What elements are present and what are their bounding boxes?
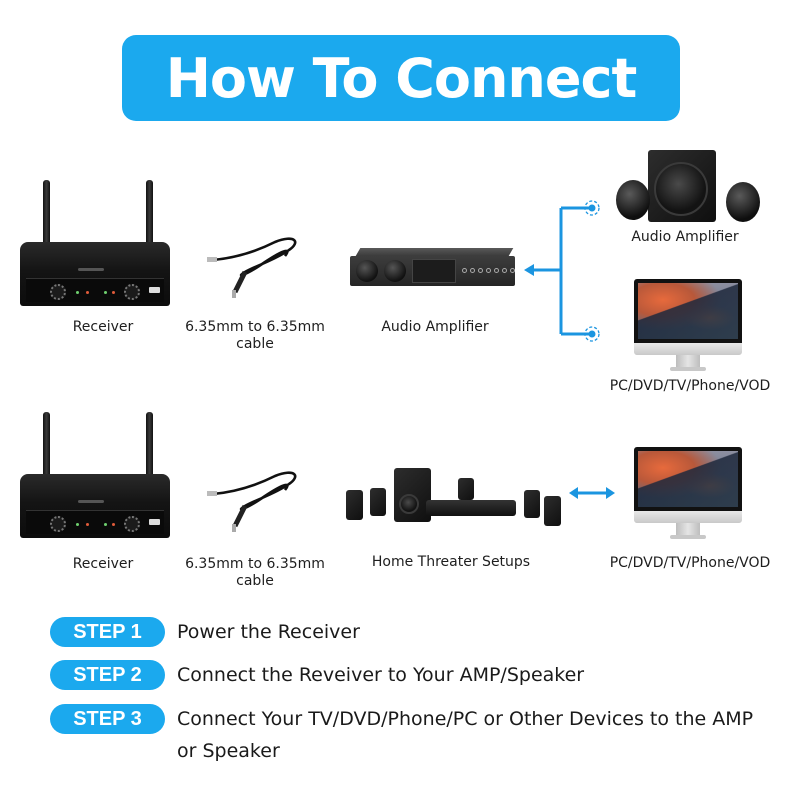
monitor-image (634, 279, 742, 375)
step-3-badge: STEP 3 (50, 704, 165, 734)
step-3-text: Connect Your TV/DVD/Phone/PC or Other De… (177, 708, 754, 762)
amplifier-label: Audio Amplifier (381, 319, 489, 335)
antenna-right (146, 180, 153, 248)
receiver-label-2: Receiver (72, 556, 134, 572)
step-2-text: Connect the Reveiver to Your AMP/Speaker (177, 664, 585, 686)
cable-label: 6.35mm to 6.35mm cable (185, 319, 325, 352)
step-1-badge: STEP 1 (50, 617, 165, 647)
receiver-image (20, 180, 170, 306)
monitor-image-2 (634, 447, 742, 543)
antenna-left (43, 180, 50, 248)
receiver-image-2 (20, 412, 170, 538)
audio-cable-icon-2 (207, 471, 297, 532)
speaker-system-image (616, 150, 776, 230)
output-label-speakers: Audio Amplifier (631, 229, 739, 245)
step-1-text: Power the Receiver (177, 621, 360, 643)
title-banner: How To Connect (122, 35, 680, 121)
cable-label-2: 6.35mm to 6.35mm cable (185, 556, 325, 589)
audio-cable-icon (207, 237, 297, 298)
branch-connector-icon (524, 200, 600, 342)
step-2-badge: STEP 2 (50, 660, 165, 690)
double-arrow-icon (569, 487, 615, 499)
home-theater-image (346, 460, 566, 530)
receiver-body (20, 242, 170, 306)
output-label-devices: PC/DVD/TV/Phone/VOD (609, 378, 771, 394)
output-label-devices-2: PC/DVD/TV/Phone/VOD (609, 555, 771, 571)
page-title: How To Connect (165, 46, 638, 110)
receiver-label: Receiver (72, 319, 134, 335)
home-theater-label: Home Threater Setups (371, 554, 531, 570)
audio-amplifier-image (350, 248, 515, 294)
